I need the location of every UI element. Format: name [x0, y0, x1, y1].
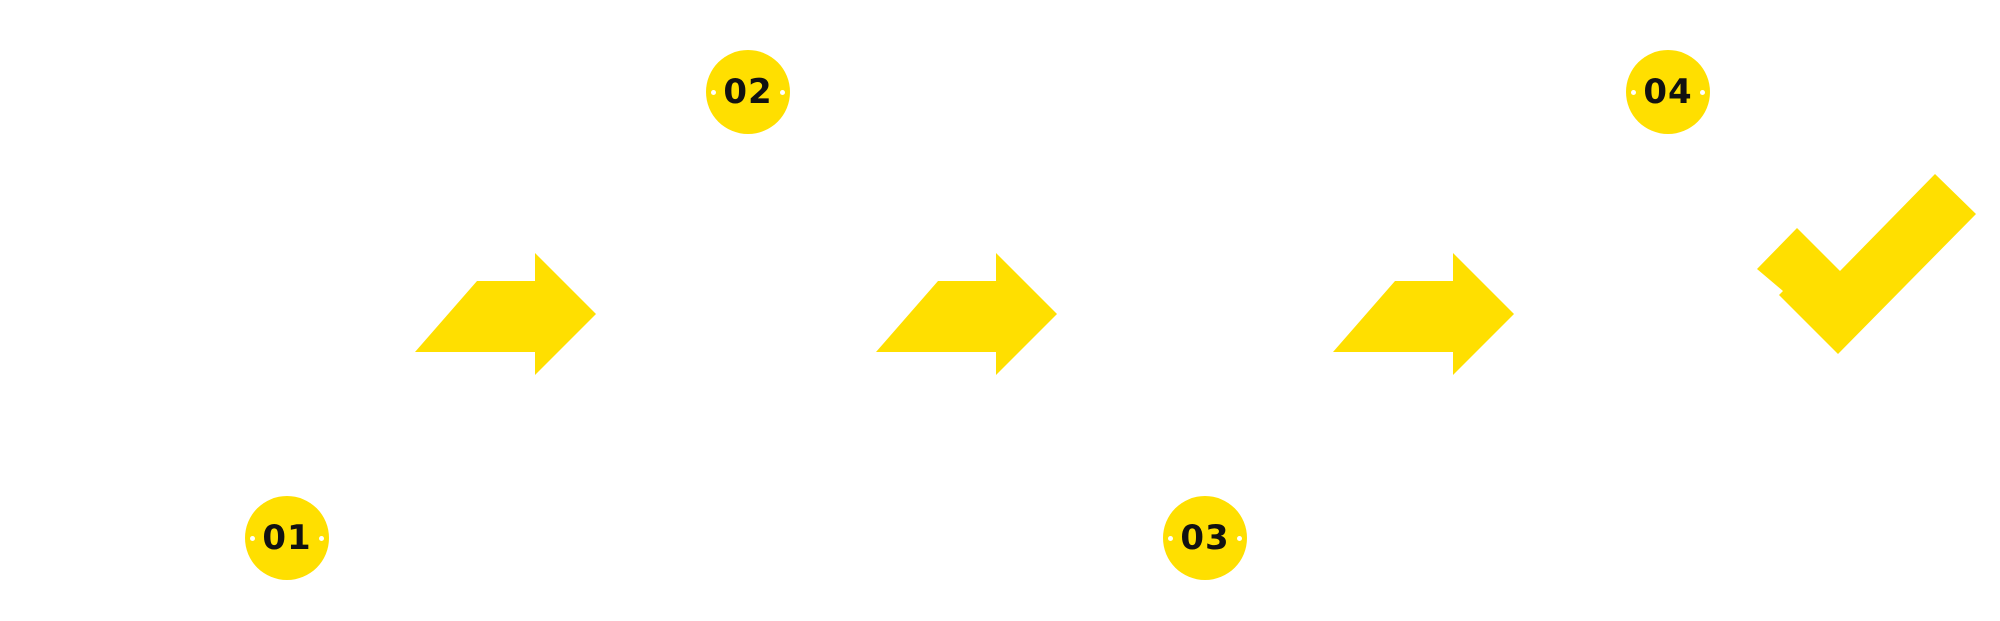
- dot-right-decoration: [1237, 535, 1242, 541]
- checkmark-icon: [1757, 174, 1976, 354]
- step-number: 01: [262, 518, 312, 558]
- step-badge-01: 01: [245, 496, 329, 580]
- arrow-right-icon: [1333, 253, 1514, 375]
- dot-left-decoration: [711, 89, 716, 95]
- step-number: 04: [1643, 72, 1693, 112]
- arrow-right-icon: [415, 253, 596, 375]
- step-number: 02: [723, 72, 773, 112]
- dot-right-decoration: [319, 535, 324, 541]
- step-badge-04: 04: [1626, 50, 1710, 134]
- dot-left-decoration: [250, 535, 255, 541]
- step-number: 03: [1180, 518, 1230, 558]
- dot-right-decoration: [1700, 89, 1705, 95]
- arrow-right-icon: [876, 253, 1057, 375]
- step-badge-02: 02: [706, 50, 790, 134]
- dot-left-decoration: [1631, 89, 1636, 95]
- step-badge-03: 03: [1163, 496, 1247, 580]
- dot-right-decoration: [780, 89, 785, 95]
- dot-left-decoration: [1168, 535, 1173, 541]
